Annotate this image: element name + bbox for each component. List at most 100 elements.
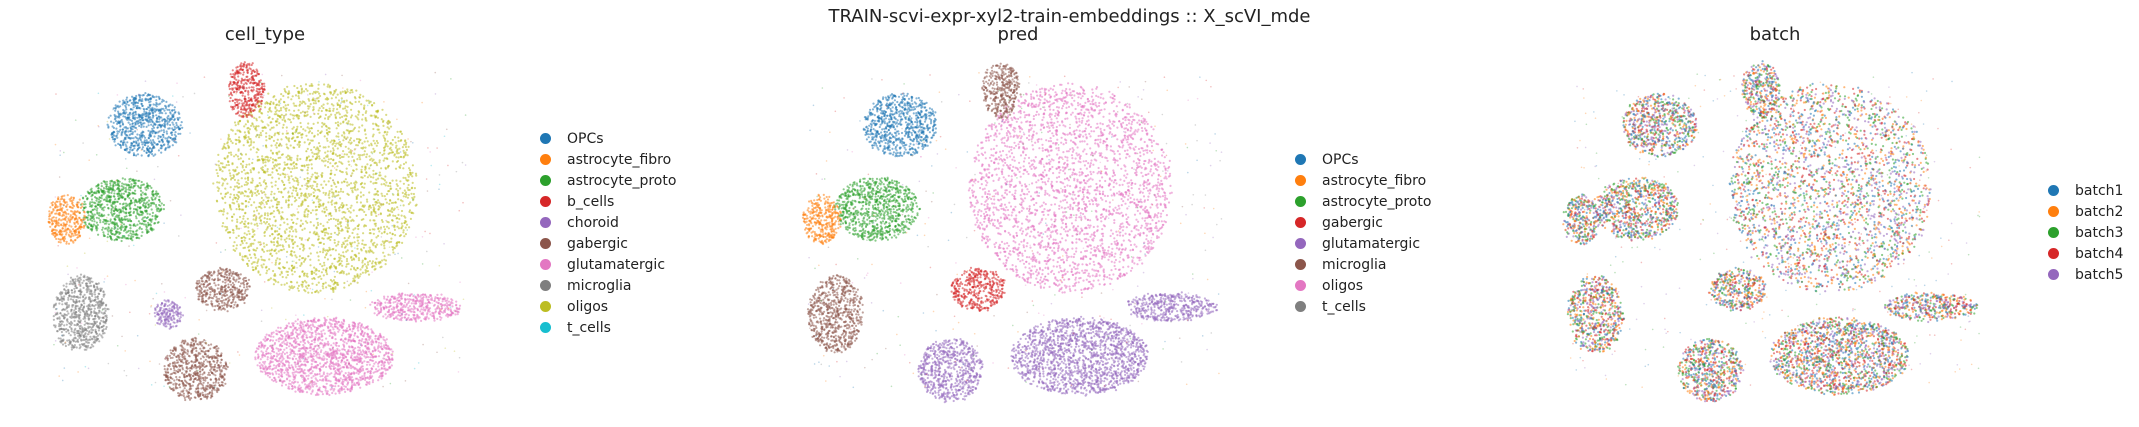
scatter-point xyxy=(151,214,154,218)
scatter-point xyxy=(283,88,286,91)
scatter-point xyxy=(157,134,160,138)
scatter-point xyxy=(292,117,295,120)
scatter-point xyxy=(255,267,258,270)
scatter-point xyxy=(342,121,345,124)
scatter-point xyxy=(328,107,331,110)
scatter-point xyxy=(266,214,269,217)
scatter-point xyxy=(327,201,330,204)
scatter-point xyxy=(274,132,277,135)
scatter-point xyxy=(406,186,409,189)
scatter-point xyxy=(260,264,263,267)
scatter-point xyxy=(368,246,371,249)
scatter-point xyxy=(338,154,342,157)
scatter-point xyxy=(343,246,347,249)
scatter-point xyxy=(353,186,356,189)
scatter-point xyxy=(236,200,239,203)
scatter-point xyxy=(59,320,62,323)
scatter-point xyxy=(322,242,325,246)
scatter-point xyxy=(271,233,274,236)
scatter-point xyxy=(260,134,263,137)
scatter-point xyxy=(320,159,324,162)
scatter-point xyxy=(307,291,310,294)
scatter-point xyxy=(263,220,266,224)
scatter-point xyxy=(304,257,307,260)
scatter-point xyxy=(274,198,277,202)
scatter-point xyxy=(132,224,135,227)
scatter-point xyxy=(136,205,139,209)
scatter-point xyxy=(377,128,380,131)
scatter-point xyxy=(302,244,305,247)
scatter-point xyxy=(383,148,386,152)
scatter-point xyxy=(314,233,318,236)
scatter-point xyxy=(409,173,412,176)
scatter-point xyxy=(336,93,339,96)
scatter-point xyxy=(316,172,319,175)
scatter-point xyxy=(374,187,377,191)
scatter-point xyxy=(322,146,325,149)
scatter-point xyxy=(394,234,397,237)
scatter-point xyxy=(327,218,331,221)
scatter-point xyxy=(315,267,318,271)
scatter-point xyxy=(288,177,291,180)
scatter-point xyxy=(128,180,131,183)
scatter-point xyxy=(122,207,125,210)
scatter-point xyxy=(79,334,82,338)
scatter-point xyxy=(297,109,300,112)
scatter-point xyxy=(397,198,400,201)
scatter-point xyxy=(256,260,259,263)
scatter-point xyxy=(254,185,257,188)
scatter-point xyxy=(382,203,385,206)
scatter-point xyxy=(96,283,99,286)
scatter-point xyxy=(237,139,240,142)
scatter-point xyxy=(148,133,151,136)
scatter-point xyxy=(239,130,242,134)
scatter-point xyxy=(327,284,330,287)
scatter-point xyxy=(241,258,244,261)
scatter-point xyxy=(64,344,67,348)
scatter-point xyxy=(125,184,128,187)
scatter-point xyxy=(101,228,104,231)
scatter-point xyxy=(330,214,333,217)
scatter-point xyxy=(278,258,281,261)
scatter-point xyxy=(129,148,132,151)
scatter-point xyxy=(356,275,359,278)
scatter-point xyxy=(326,109,329,112)
scatter-point xyxy=(274,180,277,183)
scatter-point xyxy=(243,194,246,197)
scatter-point xyxy=(345,109,348,112)
scatter-point xyxy=(275,164,278,167)
scatter-point xyxy=(373,219,376,222)
scatter-point xyxy=(143,139,146,142)
scatter-point xyxy=(250,194,254,198)
scatter-point xyxy=(152,154,155,157)
scatter-point xyxy=(306,105,310,108)
scatter-point xyxy=(303,141,306,144)
scatter-point xyxy=(79,327,82,330)
scatter-point xyxy=(285,228,288,231)
scatter-point xyxy=(172,128,175,132)
scatter-point xyxy=(389,210,392,213)
scatter-point xyxy=(114,198,117,201)
scatter-point xyxy=(232,188,235,191)
scatter-point xyxy=(90,198,94,201)
scatter-point xyxy=(390,201,393,204)
scatter-point xyxy=(155,117,159,120)
scatter-point xyxy=(107,116,110,119)
scatter-point xyxy=(164,120,167,123)
scatter-point xyxy=(328,246,331,249)
scatter-point xyxy=(157,115,161,118)
scatter-point xyxy=(301,228,304,231)
scatter-point xyxy=(336,108,339,111)
scatter-point xyxy=(290,218,293,221)
scatter-point xyxy=(96,203,99,206)
scatter-point xyxy=(113,239,116,242)
scatter-point xyxy=(108,191,111,194)
scatter-point xyxy=(386,131,389,134)
scatter-point xyxy=(356,158,359,161)
scatter-point xyxy=(151,153,154,156)
scatter-point xyxy=(285,237,288,240)
scatter-point xyxy=(334,117,338,120)
scatter-point xyxy=(75,217,78,220)
scatter-point xyxy=(290,281,293,284)
scatter-point xyxy=(271,117,274,120)
